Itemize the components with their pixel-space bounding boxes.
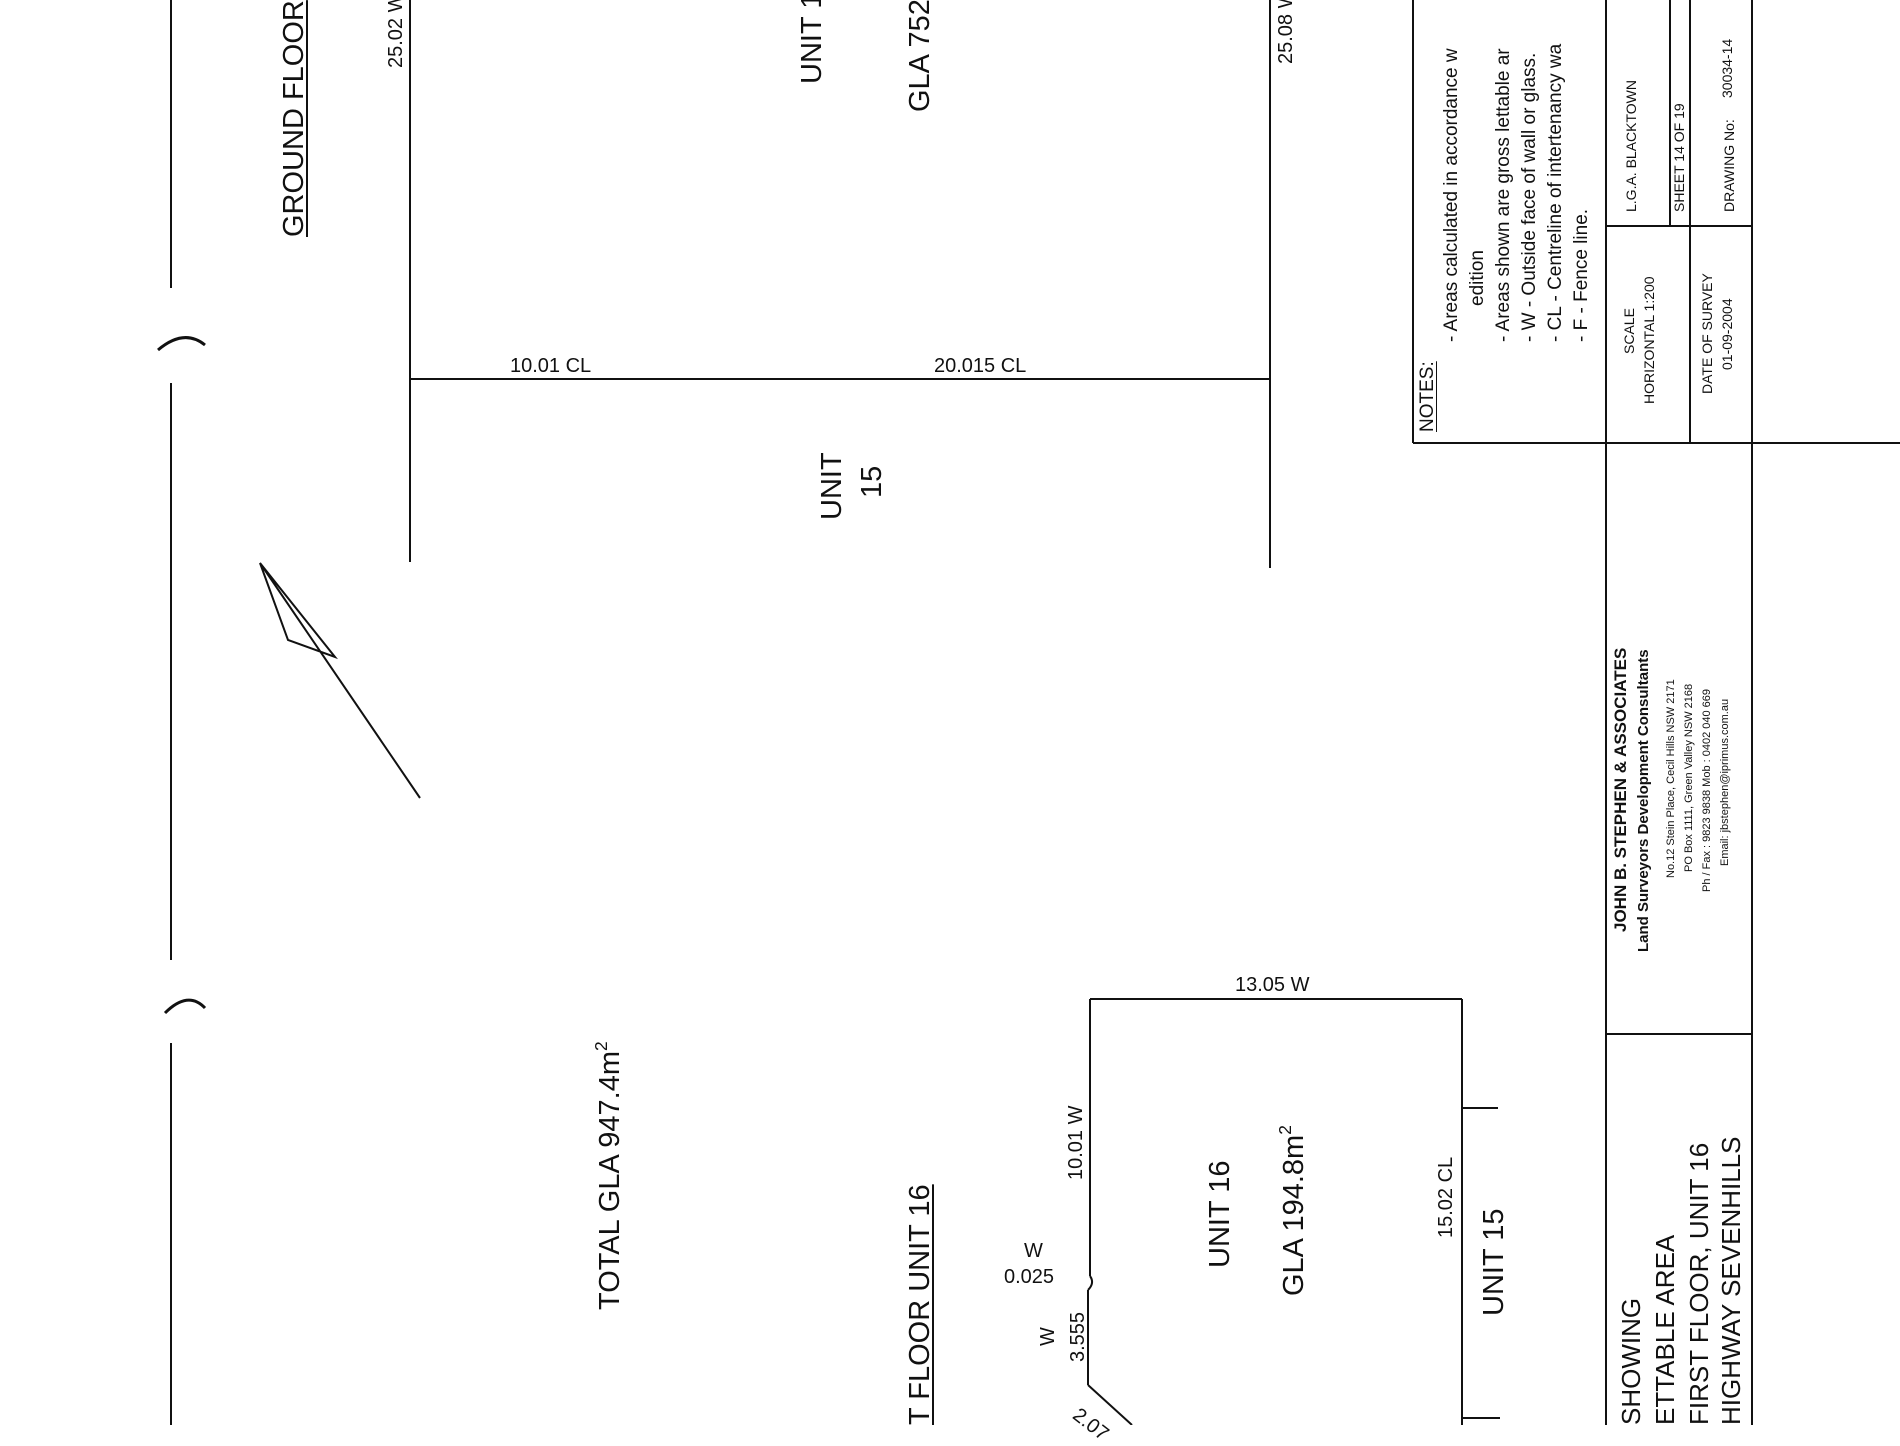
unit16-left-dimension: 10.01 W	[1065, 1105, 1087, 1180]
wall-dimension-right: 25.08 W	[1275, 0, 1297, 64]
total-gla-superscript: 2	[590, 1041, 611, 1052]
sheet-label: SHEET 14 OF 19	[1671, 103, 1687, 212]
break-mark-upper	[157, 336, 206, 352]
total-gla-text: TOTAL GLA 947.4m	[594, 1051, 626, 1310]
notes-line-6: - F - Fence line.	[1571, 208, 1592, 342]
unit15-label-line1: UNIT	[816, 452, 848, 520]
first-floor-heading: T FLOOR UNIT 16	[904, 1184, 936, 1425]
notes-line-4: - W - Outside face of wall or glass.	[1519, 52, 1540, 342]
unit15-neighbour-label: UNIT 15	[1478, 1208, 1510, 1316]
unit16-label: UNIT 16	[1204, 1160, 1236, 1268]
notes-line-3: - Areas shown are gross lettable ar	[1493, 48, 1514, 342]
notes-line-5: - CL - Centreline of intertenancy wa	[1545, 43, 1566, 342]
unit-top-label: UNIT 1	[796, 0, 828, 84]
unit16-gla-text: GLA 194.8m	[1278, 1134, 1310, 1296]
date-label: DATE OF SURVEY	[1699, 273, 1715, 394]
wall-dimension-left: 25.02 W	[385, 0, 407, 68]
unit15-label-line2: 15	[856, 465, 888, 498]
firm-email: Email: jbstephen@iprimus.com.au	[1719, 698, 1731, 866]
unit16-left-jog	[1087, 1275, 1094, 1291]
centreline-dimension-right: 20.015 CL	[934, 355, 1027, 377]
scale-label: SCALE	[1621, 308, 1637, 354]
unit16-gla: GLA 194.8m2	[1275, 1125, 1310, 1296]
plan-title-line-1: SHOWING	[1616, 1297, 1646, 1425]
plan-title-line-4: HIGHWAY SEVENHILLS	[1716, 1136, 1746, 1426]
small-dimension-1: 0.025	[1004, 1266, 1055, 1288]
firm-name: JOHN B. STEPHEN & ASSOCIATES	[1611, 647, 1630, 932]
unit16-right-dimension: 15.02 CL	[1435, 1156, 1457, 1238]
centreline-dimension-left: 10.01 CL	[510, 355, 592, 377]
firm-address-2: PO Box 1111, Green Valley NSW 2168	[1683, 683, 1695, 872]
total-gla: TOTAL GLA 947.4m2	[591, 1041, 626, 1310]
notes-line-2: edition	[1467, 250, 1488, 306]
small-dimension-2: 3.555	[1067, 1311, 1089, 1362]
date-value: 01-09-2004	[1719, 298, 1735, 370]
wall-label-2: W	[1037, 1327, 1059, 1346]
wall-label-1: W	[1024, 1240, 1043, 1262]
unit16-top-dimension: 13.05 W	[1235, 974, 1310, 996]
drawing-number-label: DRAWING No:	[1721, 119, 1737, 212]
unit16-gla-superscript: 2	[1274, 1125, 1295, 1135]
lga-label: L.G.A. BLACKTOWN	[1623, 80, 1639, 212]
plan-title-line-2: ETTABLE AREA	[1650, 1234, 1680, 1425]
notes-line-1: - Areas calculated in accordance w	[1441, 48, 1462, 342]
unit-top-gla: GLA 752	[904, 0, 936, 112]
drawing-number: 30034-14	[1719, 38, 1735, 98]
firm-subtitle: Land Surveyors Development Consultants	[1635, 649, 1652, 952]
plan-title-line-3: FIRST FLOOR, UNIT 16	[1684, 1142, 1714, 1425]
notes-title: NOTES:	[1417, 361, 1438, 432]
break-mark-lower	[163, 998, 207, 1015]
scale-value: HORIZONTAL 1:200	[1641, 276, 1657, 404]
firm-address-1: No.12 Stein Place, Cecil Hills NSW 2171	[1665, 679, 1677, 878]
north-arrow	[259, 562, 421, 799]
unit16-corner	[1087, 1384, 1133, 1425]
ground-floor-heading: GROUND FLOOR	[278, 0, 310, 237]
firm-phone: Ph / Fax : 9823 9838 Mob : 0402 040 669	[1701, 688, 1713, 892]
